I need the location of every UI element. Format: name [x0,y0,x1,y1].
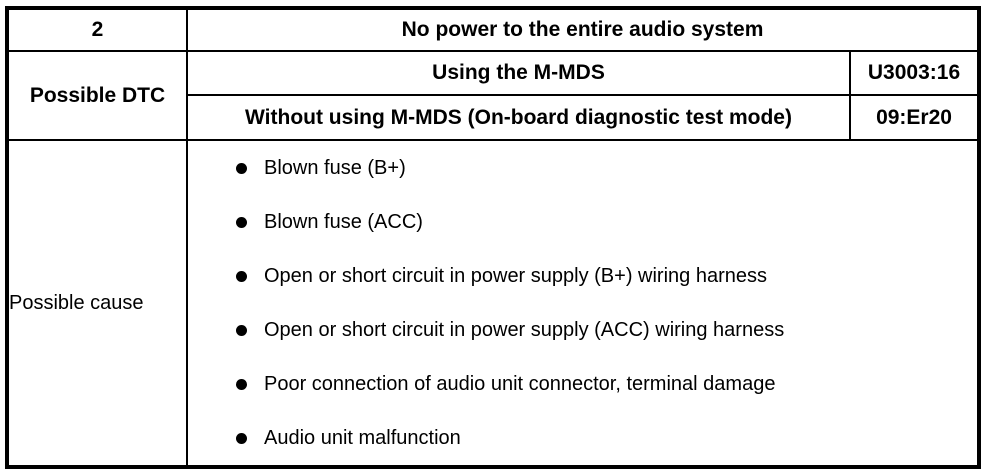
bullet-icon [236,162,247,174]
bullet-icon [236,216,247,228]
cause-list: Blown fuse (B+) Blown fuse (ACC) Open or… [189,142,977,465]
cause-item-text: Open or short circuit in power supply (A… [264,318,785,341]
possible-cause-label: Possible cause [6,139,188,468]
diagnostic-table: 2 No power to the entire audio system Po… [5,6,982,469]
table-row: Possible cause Blown fuse (B+) Blown fus… [6,139,981,468]
bullet-icon [236,378,247,390]
bullet-icon [236,270,247,282]
cause-item: Poor connection of audio unit connector,… [236,357,977,411]
table-row: Without using M-MDS (On-board diagnostic… [7,94,981,141]
bullet-icon [236,432,247,444]
table-row: Possible DTC Using the M-MDS U3003:16 [6,50,981,141]
cause-item-text: Blown fuse (ACC) [264,210,423,233]
cause-item-text: Audio unit malfunction [264,426,461,449]
table-row: 2 No power to the entire audio system [6,7,981,52]
cause-item-text: Blown fuse (B+) [264,156,406,179]
dtc-method-mmds: Using the M-MDS [186,50,851,96]
cause-item: Open or short circuit in power supply (B… [236,249,977,303]
bullet-icon [236,324,247,336]
item-number-cell: 2 [6,7,188,52]
cause-item: Audio unit malfunction [236,411,977,465]
dtc-code-onboard: 09:Er20 [848,94,981,141]
cause-cell: Blown fuse (B+) Blown fuse (ACC) Open or… [185,139,981,468]
cause-item: Open or short circuit in power supply (A… [236,303,977,357]
cause-item: Blown fuse (B+) [236,142,977,195]
cause-item: Blown fuse (ACC) [236,195,977,249]
cause-item-text: Open or short circuit in power supply (B… [264,264,767,287]
possible-dtc-label: Possible DTC [6,50,188,141]
symptom-title: No power to the entire audio system [185,7,981,52]
cause-item-text: Poor connection of audio unit connector,… [264,372,776,395]
dtc-code-mmds: U3003:16 [848,50,981,96]
dtc-method-onboard: Without using M-MDS (On-board diagnostic… [186,94,851,141]
